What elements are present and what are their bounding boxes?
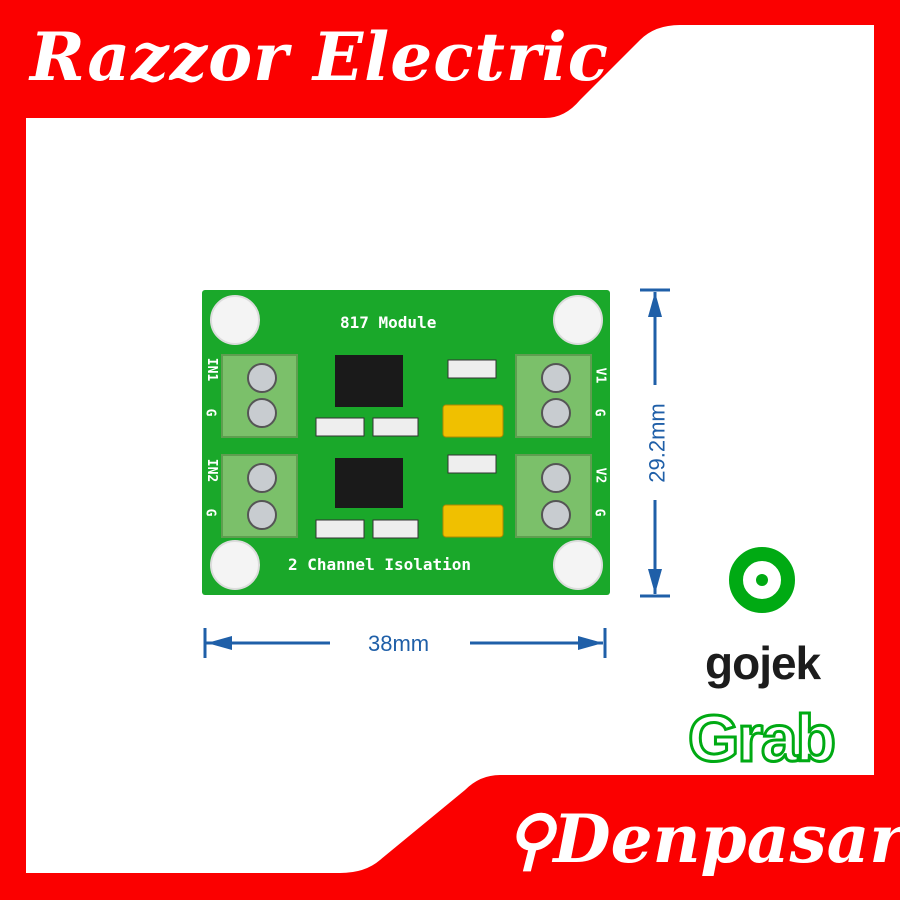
gojek-logo: gojek <box>705 637 821 689</box>
dimension-arrows <box>203 288 670 658</box>
height-dimension: 29.2mm <box>644 403 670 483</box>
label-in1: IN1 <box>204 357 220 382</box>
board-title: 817 Module <box>340 313 437 332</box>
label-v1: V1 <box>592 367 608 384</box>
label-g2: G <box>202 508 218 517</box>
board-subtitle: 2 Channel Isolation <box>288 555 472 574</box>
width-dimension: 38mm <box>368 631 430 656</box>
map-pin-icon: ⚲ <box>505 800 554 878</box>
label-v2: V2 <box>592 467 608 484</box>
label-g3: G <box>591 408 607 417</box>
label-g4: G <box>591 508 607 517</box>
brand-title: Razzor Electric <box>30 18 609 96</box>
location-label: ⚲Denpasar <box>505 800 900 878</box>
label-g1: G <box>202 408 218 417</box>
label-in2: IN2 <box>204 458 220 483</box>
gojek-logo-icon <box>729 547 795 613</box>
grab-logo: Grab <box>686 700 837 777</box>
pcb-board <box>202 290 610 595</box>
